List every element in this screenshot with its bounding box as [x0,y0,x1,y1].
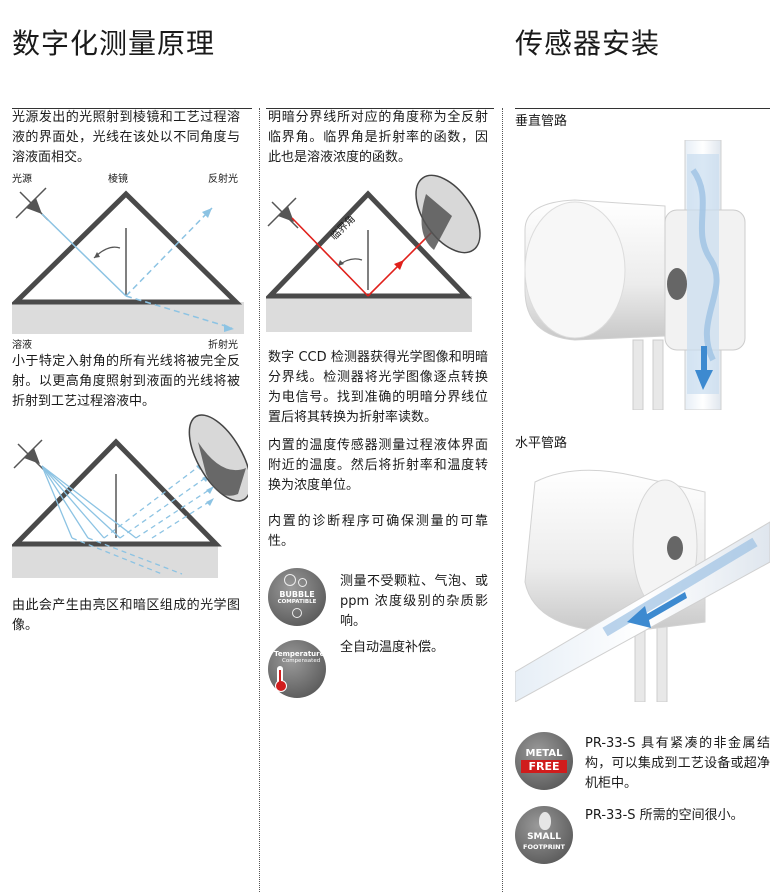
reflection-diagram [12,184,244,334]
image-formation-diagram [12,414,248,578]
installation-title: 传感器安装 [515,27,661,60]
column-separator-2 [502,108,503,892]
metal-badge-line1: METAL [525,748,563,759]
left-paragraph-3: 由此会产生由亮区和暗区组成的光学图像。 [12,598,240,633]
reflected-arrowhead [202,208,212,218]
metal-badge-line2: FREE [521,760,567,773]
horizontal-pipe-label: 水平管路 [515,436,568,451]
small-footprint-text: PR-33-S 所需的空间很小。 [585,808,744,823]
middle-paragraph-4: 内置的诊断程序可确保测量的可靠性。 [268,514,488,549]
label-refracted: 折射光 [208,340,238,351]
left-rule [12,108,252,109]
small-badge-line1: SMALL [527,832,561,842]
bubble-text: 测量不受颗粒、气泡、或 ppm 浓度级别的杂质影响。 [340,574,488,629]
vertical-pipe-label: 垂直管路 [515,114,568,129]
solution-layer [12,302,244,334]
angle-arrowhead [94,252,100,258]
critical-angle-diagram [266,172,494,332]
temp-badge-line1: Temperature [274,650,325,658]
middle-paragraph-1: 明暗分界线所对应的角度称为全反射临界角。临界角是折射率的函数，因此也是溶液浓度的… [268,110,488,165]
middle-paragraph-3: 内置的温度传感器测量过程液体界面附近的温度。然后将折射率和温度转换为浓度单位。 [268,438,488,493]
middle-rule [266,108,494,109]
critical-incident-ray [291,217,369,297]
left-paragraph-1: 光源发出的光照射到棱镜和工艺过程溶液的界面处，光线在该处以不同角度与溶液面相交。 [12,110,240,165]
horizontal-installation-image [515,462,770,702]
metal-free-badge: METAL FREE [515,732,573,790]
refracted-arrowhead [224,324,234,332]
small-badge-line2: FOOTPRINT [523,843,565,851]
right-rule [515,108,770,109]
bubble-badge-line1: BUBBLE [279,590,315,599]
vertical-installation-image [515,140,770,410]
label-solution: 溶液 [12,340,32,351]
incident-ray [41,213,127,297]
label-prism: 棱镜 [108,174,128,185]
reflected-ray [125,207,213,297]
small-footprint-badge: SMALL FOOTPRINT [515,806,573,864]
left-paragraph-2: 小于特定入射角的所有光线将被完全反射。以更高角度照射到液面的光线将被折射到工艺过… [12,354,240,409]
temperature-compensated-badge: Temperature Compensated [268,640,326,698]
refracted-ray [125,295,233,329]
temp-badge-line2: Compensated [282,658,321,664]
column-separator-1 [259,108,260,892]
footprint-icon [539,812,551,830]
temperature-text: 全自动温度补偿。 [340,640,445,655]
principle-title: 数字化测量原理 [12,27,216,60]
prism-shape [12,190,243,305]
light-source-icon [267,197,299,229]
middle-paragraph-2: 数字 CCD 检测器获得光学图像和明暗分界线。检测器将光学图像逐点转换为电信号。… [268,350,488,425]
label-reflected: 反射光 [208,174,238,185]
light-source-icon [13,439,45,471]
label-light-source: 光源 [12,174,32,185]
bubble-badge-line2: COMPATIBLE [277,599,317,605]
metal-free-text: PR-33-S 具有紧凑的非金属结构，可以集成到工艺设备或超净机柜中。 [585,736,770,791]
bubble-compatible-badge: BUBBLE COMPATIBLE [268,568,326,626]
